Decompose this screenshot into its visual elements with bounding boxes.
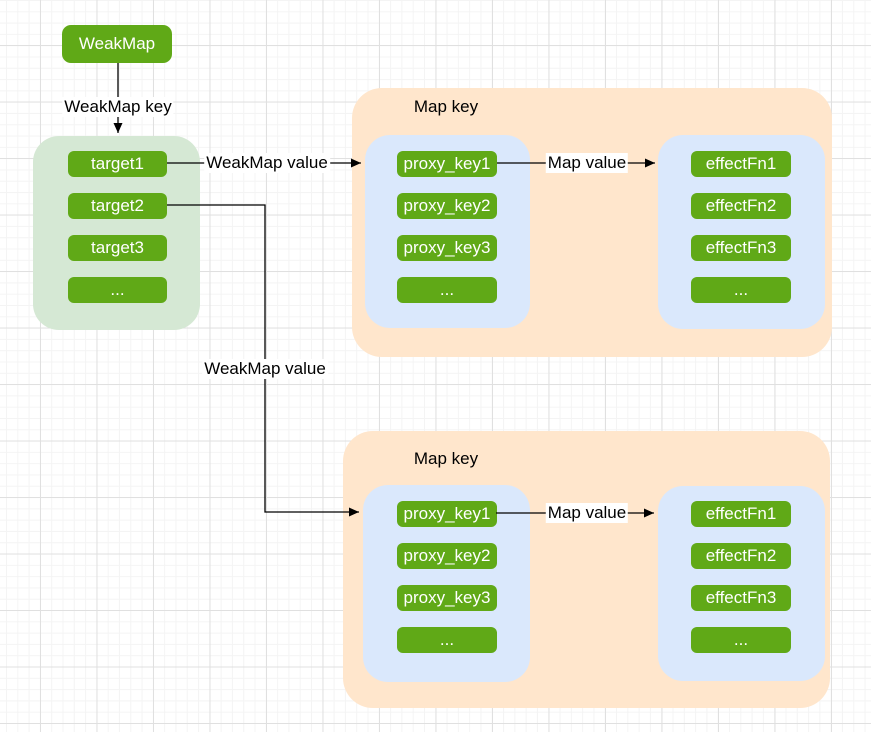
effect-fns-container-bottom[interactable]: effectFn1 effectFn2 effectFn3 ... — [658, 486, 825, 681]
proxy-key-node[interactable]: proxy_key1 — [397, 151, 497, 177]
weakmap-node[interactable]: WeakMap — [62, 25, 172, 63]
map-key-title: Map key — [413, 449, 479, 468]
proxy-key-node[interactable]: proxy_key1 — [397, 501, 497, 527]
effect-fn-node[interactable]: ... — [691, 277, 791, 303]
edge-label-weakmap-key[interactable]: WeakMap key — [62, 97, 174, 117]
proxy-keys-container-bottom[interactable]: proxy_key1 proxy_key2 proxy_key3 ... — [363, 485, 530, 682]
effect-fn-node[interactable]: effectFn3 — [691, 585, 791, 611]
effect-fn-node[interactable]: effectFn2 — [691, 543, 791, 569]
target-node[interactable]: target3 — [68, 235, 167, 261]
targets-container[interactable]: target1 target2 target3 ... — [33, 136, 200, 330]
proxy-keys-container-top[interactable]: proxy_key1 proxy_key2 proxy_key3 ... — [365, 135, 530, 328]
effect-fns-container-top[interactable]: effectFn1 effectFn2 effectFn3 ... — [658, 135, 825, 329]
target-node[interactable]: ... — [68, 277, 167, 303]
target-node[interactable]: target2 — [68, 193, 167, 219]
map-group-top[interactable]: Map key proxy_key1 proxy_key2 proxy_key3… — [352, 88, 832, 357]
edge-label-map-value-top[interactable]: Map value — [545, 153, 629, 173]
effect-fn-node[interactable]: effectFn2 — [691, 193, 791, 219]
proxy-key-node[interactable]: proxy_key3 — [397, 585, 497, 611]
map-key-title: Map key — [413, 97, 479, 116]
proxy-key-node[interactable]: proxy_key3 — [397, 235, 497, 261]
effect-fn-node[interactable]: effectFn3 — [691, 235, 791, 261]
proxy-key-node[interactable]: proxy_key2 — [397, 193, 497, 219]
effect-fn-node[interactable]: ... — [691, 627, 791, 653]
proxy-key-node[interactable]: proxy_key2 — [397, 543, 497, 569]
edge-target2-to-proxies-bottom[interactable] — [167, 204, 359, 517]
effect-fn-node[interactable]: effectFn1 — [691, 501, 791, 527]
edge-label-weakmap-value-top[interactable]: WeakMap value — [204, 153, 330, 173]
edge-label-map-value-bottom[interactable]: Map value — [545, 503, 629, 523]
edge-label-weakmap-value-bottom[interactable]: WeakMap value — [202, 359, 328, 379]
proxy-key-node[interactable]: ... — [397, 627, 497, 653]
proxy-key-node[interactable]: ... — [397, 277, 497, 303]
map-group-bottom[interactable]: Map key proxy_key1 proxy_key2 proxy_key3… — [343, 431, 830, 708]
effect-fn-node[interactable]: effectFn1 — [691, 151, 791, 177]
target-node[interactable]: target1 — [68, 151, 167, 177]
